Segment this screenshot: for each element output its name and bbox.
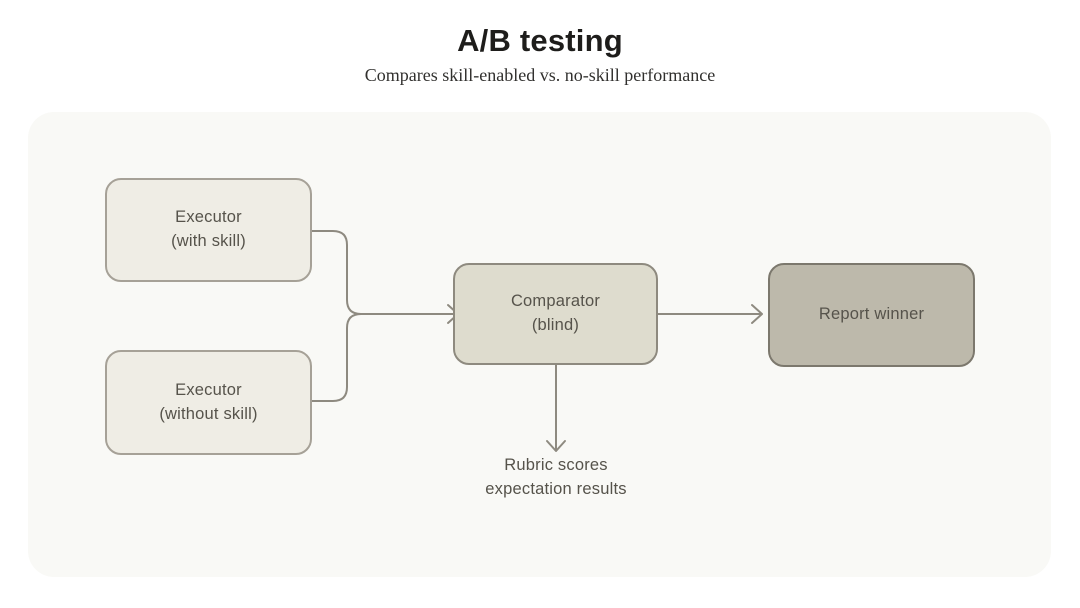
node-executor-with-skill: Executor (with skill) (105, 178, 312, 282)
edge-executor-without-to-merge (311, 313, 362, 402)
node-label-line: Executor (175, 380, 242, 399)
annotation-rubric-scores: Rubric scores expectation results (416, 454, 696, 502)
node-label-line: Comparator (510, 292, 601, 311)
annotation-line: Rubric scores (504, 456, 608, 474)
node-label-line: (with skill) (171, 232, 246, 250)
diagram-panel: Executor (with skill) Executor (without … (28, 112, 1051, 577)
annotation-line: expectation results (485, 479, 627, 498)
page-subtitle: Compares skill-enabled vs. no-skill perf… (364, 65, 716, 86)
node-label-line: (without skill) (159, 404, 258, 423)
node-executor-without-skill: Executor (without skill) (105, 350, 312, 455)
node-report-winner: Report winner (768, 263, 975, 367)
diagram-header: A/B testing Compares skill-enabled vs. n… (0, 22, 1080, 87)
arrowhead-report (751, 304, 763, 324)
node-label-line: Report winner (818, 305, 925, 324)
node-label-line: (blind) (531, 316, 580, 334)
page-title: A/B testing (457, 23, 623, 58)
node-comparator-blind: Comparator (blind) (453, 263, 658, 365)
node-label-line: Executor (175, 208, 242, 227)
arrowhead-annotation (546, 440, 566, 452)
edge-executor-with-to-merge (311, 230, 362, 315)
